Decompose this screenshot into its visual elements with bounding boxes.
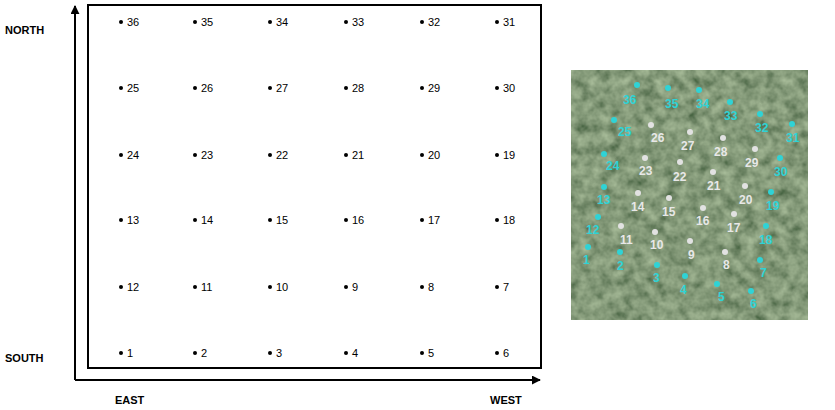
grid-number: 26 bbox=[201, 83, 213, 94]
outer-tree-number: 4 bbox=[680, 284, 687, 296]
aerial-photo bbox=[571, 70, 808, 320]
grid-dots bbox=[119, 20, 499, 355]
grid-number: 24 bbox=[127, 150, 139, 161]
grid-number: 3 bbox=[276, 348, 282, 359]
grid-number: 14 bbox=[201, 215, 213, 226]
grid-number: 18 bbox=[503, 215, 515, 226]
outer-tree-number: 30 bbox=[774, 166, 787, 178]
outer-tree-dots bbox=[585, 82, 795, 294]
grid-number: 20 bbox=[428, 150, 440, 161]
outer-tree-number: 35 bbox=[665, 98, 678, 110]
inner-tree-number: 26 bbox=[651, 132, 664, 144]
outer-tree-number: 25 bbox=[618, 126, 631, 138]
inner-tree-number: 20 bbox=[739, 194, 752, 206]
inner-tree-number: 11 bbox=[620, 234, 633, 246]
inner-tree-number: 8 bbox=[723, 259, 730, 271]
grid-number: 10 bbox=[276, 282, 288, 293]
grid-number: 32 bbox=[428, 17, 440, 28]
inner-tree-dots bbox=[618, 122, 758, 255]
inner-tree-number: 23 bbox=[639, 165, 652, 177]
direction-label: NORTH bbox=[5, 25, 44, 36]
outer-tree-number: 1 bbox=[583, 254, 590, 266]
grid-number: 4 bbox=[352, 348, 358, 359]
direction-label: WEST bbox=[490, 395, 522, 406]
outer-tree-number: 3 bbox=[653, 272, 660, 284]
outer-tree-number: 19 bbox=[766, 200, 779, 212]
outer-tree-number: 7 bbox=[760, 267, 767, 279]
grid-number: 34 bbox=[276, 17, 288, 28]
grid-number: 9 bbox=[352, 282, 358, 293]
grid-number: 21 bbox=[352, 150, 364, 161]
grid-number: 31 bbox=[503, 17, 515, 28]
outer-tree-number: 24 bbox=[606, 160, 619, 172]
grid-number: 25 bbox=[127, 83, 139, 94]
outer-tree-number: 36 bbox=[623, 94, 636, 106]
inner-tree-number: 17 bbox=[727, 222, 740, 234]
grid-number: 11 bbox=[201, 282, 212, 293]
outer-tree-number: 5 bbox=[718, 291, 725, 303]
outer-tree-number: 34 bbox=[696, 98, 709, 110]
grid-number: 22 bbox=[276, 150, 288, 161]
direction-label: SOUTH bbox=[5, 353, 44, 364]
grid-number: 5 bbox=[428, 348, 434, 359]
grid-number: 28 bbox=[352, 83, 364, 94]
grid-number: 1 bbox=[127, 348, 133, 359]
plot-frame bbox=[88, 5, 541, 368]
outer-tree-number: 6 bbox=[750, 298, 757, 310]
outer-tree-number: 13 bbox=[597, 194, 610, 206]
outer-tree-number: 33 bbox=[724, 110, 737, 122]
west-axis bbox=[75, 379, 540, 381]
grid-number: 36 bbox=[127, 17, 139, 28]
grid-number: 8 bbox=[428, 282, 434, 293]
grid-number: 6 bbox=[503, 348, 509, 359]
grid-number: 35 bbox=[201, 17, 213, 28]
direction-label: EAST bbox=[115, 395, 144, 406]
grid-number: 16 bbox=[352, 215, 364, 226]
inner-tree-number: 16 bbox=[696, 215, 709, 227]
outer-tree-number: 12 bbox=[586, 224, 599, 236]
inner-tree-number: 10 bbox=[650, 239, 663, 251]
grid-number: 33 bbox=[352, 17, 364, 28]
grid-number: 17 bbox=[428, 215, 440, 226]
inner-tree-number: 29 bbox=[745, 157, 758, 169]
inner-tree-number: 15 bbox=[662, 206, 675, 218]
grid-number: 23 bbox=[201, 150, 213, 161]
outer-tree-number: 31 bbox=[786, 132, 799, 144]
outer-tree-number: 18 bbox=[759, 234, 772, 246]
grid-number: 15 bbox=[276, 215, 288, 226]
inner-tree-number: 21 bbox=[707, 180, 720, 192]
grid-number: 13 bbox=[127, 215, 139, 226]
inner-tree-number: 14 bbox=[631, 201, 644, 213]
grid-number: 29 bbox=[428, 83, 440, 94]
inner-tree-number: 27 bbox=[681, 140, 694, 152]
grid-number: 7 bbox=[503, 282, 509, 293]
north-axis bbox=[74, 6, 76, 380]
grid-number: 12 bbox=[127, 282, 139, 293]
grid-number: 27 bbox=[276, 83, 288, 94]
inner-tree-number: 22 bbox=[673, 171, 686, 183]
outer-tree-number: 2 bbox=[617, 260, 624, 272]
grid-number: 19 bbox=[503, 150, 515, 161]
outer-tree-number: 32 bbox=[755, 122, 768, 134]
inner-tree-number: 9 bbox=[688, 249, 695, 261]
inner-tree-number: 28 bbox=[714, 146, 727, 158]
grid-number: 30 bbox=[503, 83, 515, 94]
grid-number: 2 bbox=[201, 348, 207, 359]
aerial-photo-texture bbox=[571, 70, 808, 320]
